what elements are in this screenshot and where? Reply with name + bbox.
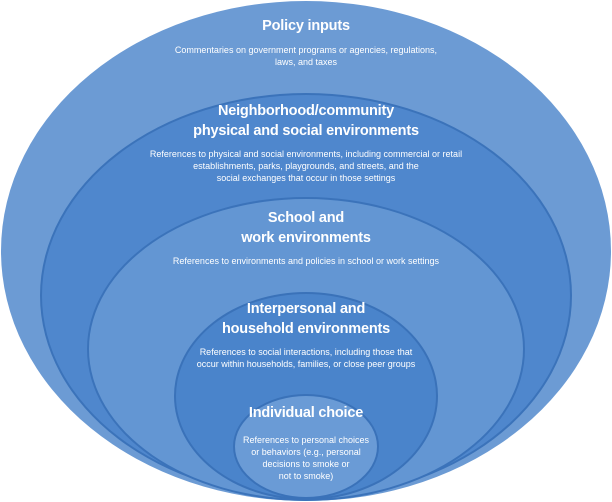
interpersonal-household-title: Interpersonal and household environments	[221, 301, 390, 337]
neighborhood-community-description: References to physical and social enviro…	[149, 149, 463, 183]
policy-inputs-title: Policy inputs	[262, 18, 350, 34]
school-work-description: References to environments and policies …	[172, 256, 440, 266]
interpersonal-household-description: References to social interactions, inclu…	[196, 347, 416, 369]
policy-inputs-description: Commentaries on government programs or a…	[174, 45, 438, 67]
neighborhood-community-title: Neighborhood/community physical and soci…	[193, 103, 419, 139]
individual-choice-ellipse	[233, 394, 379, 499]
individual-choice-description: References to personal choices or behavi…	[242, 435, 370, 481]
individual-choice-title: Individual choice	[248, 405, 364, 421]
school-work-title: School and work environments	[241, 210, 371, 246]
